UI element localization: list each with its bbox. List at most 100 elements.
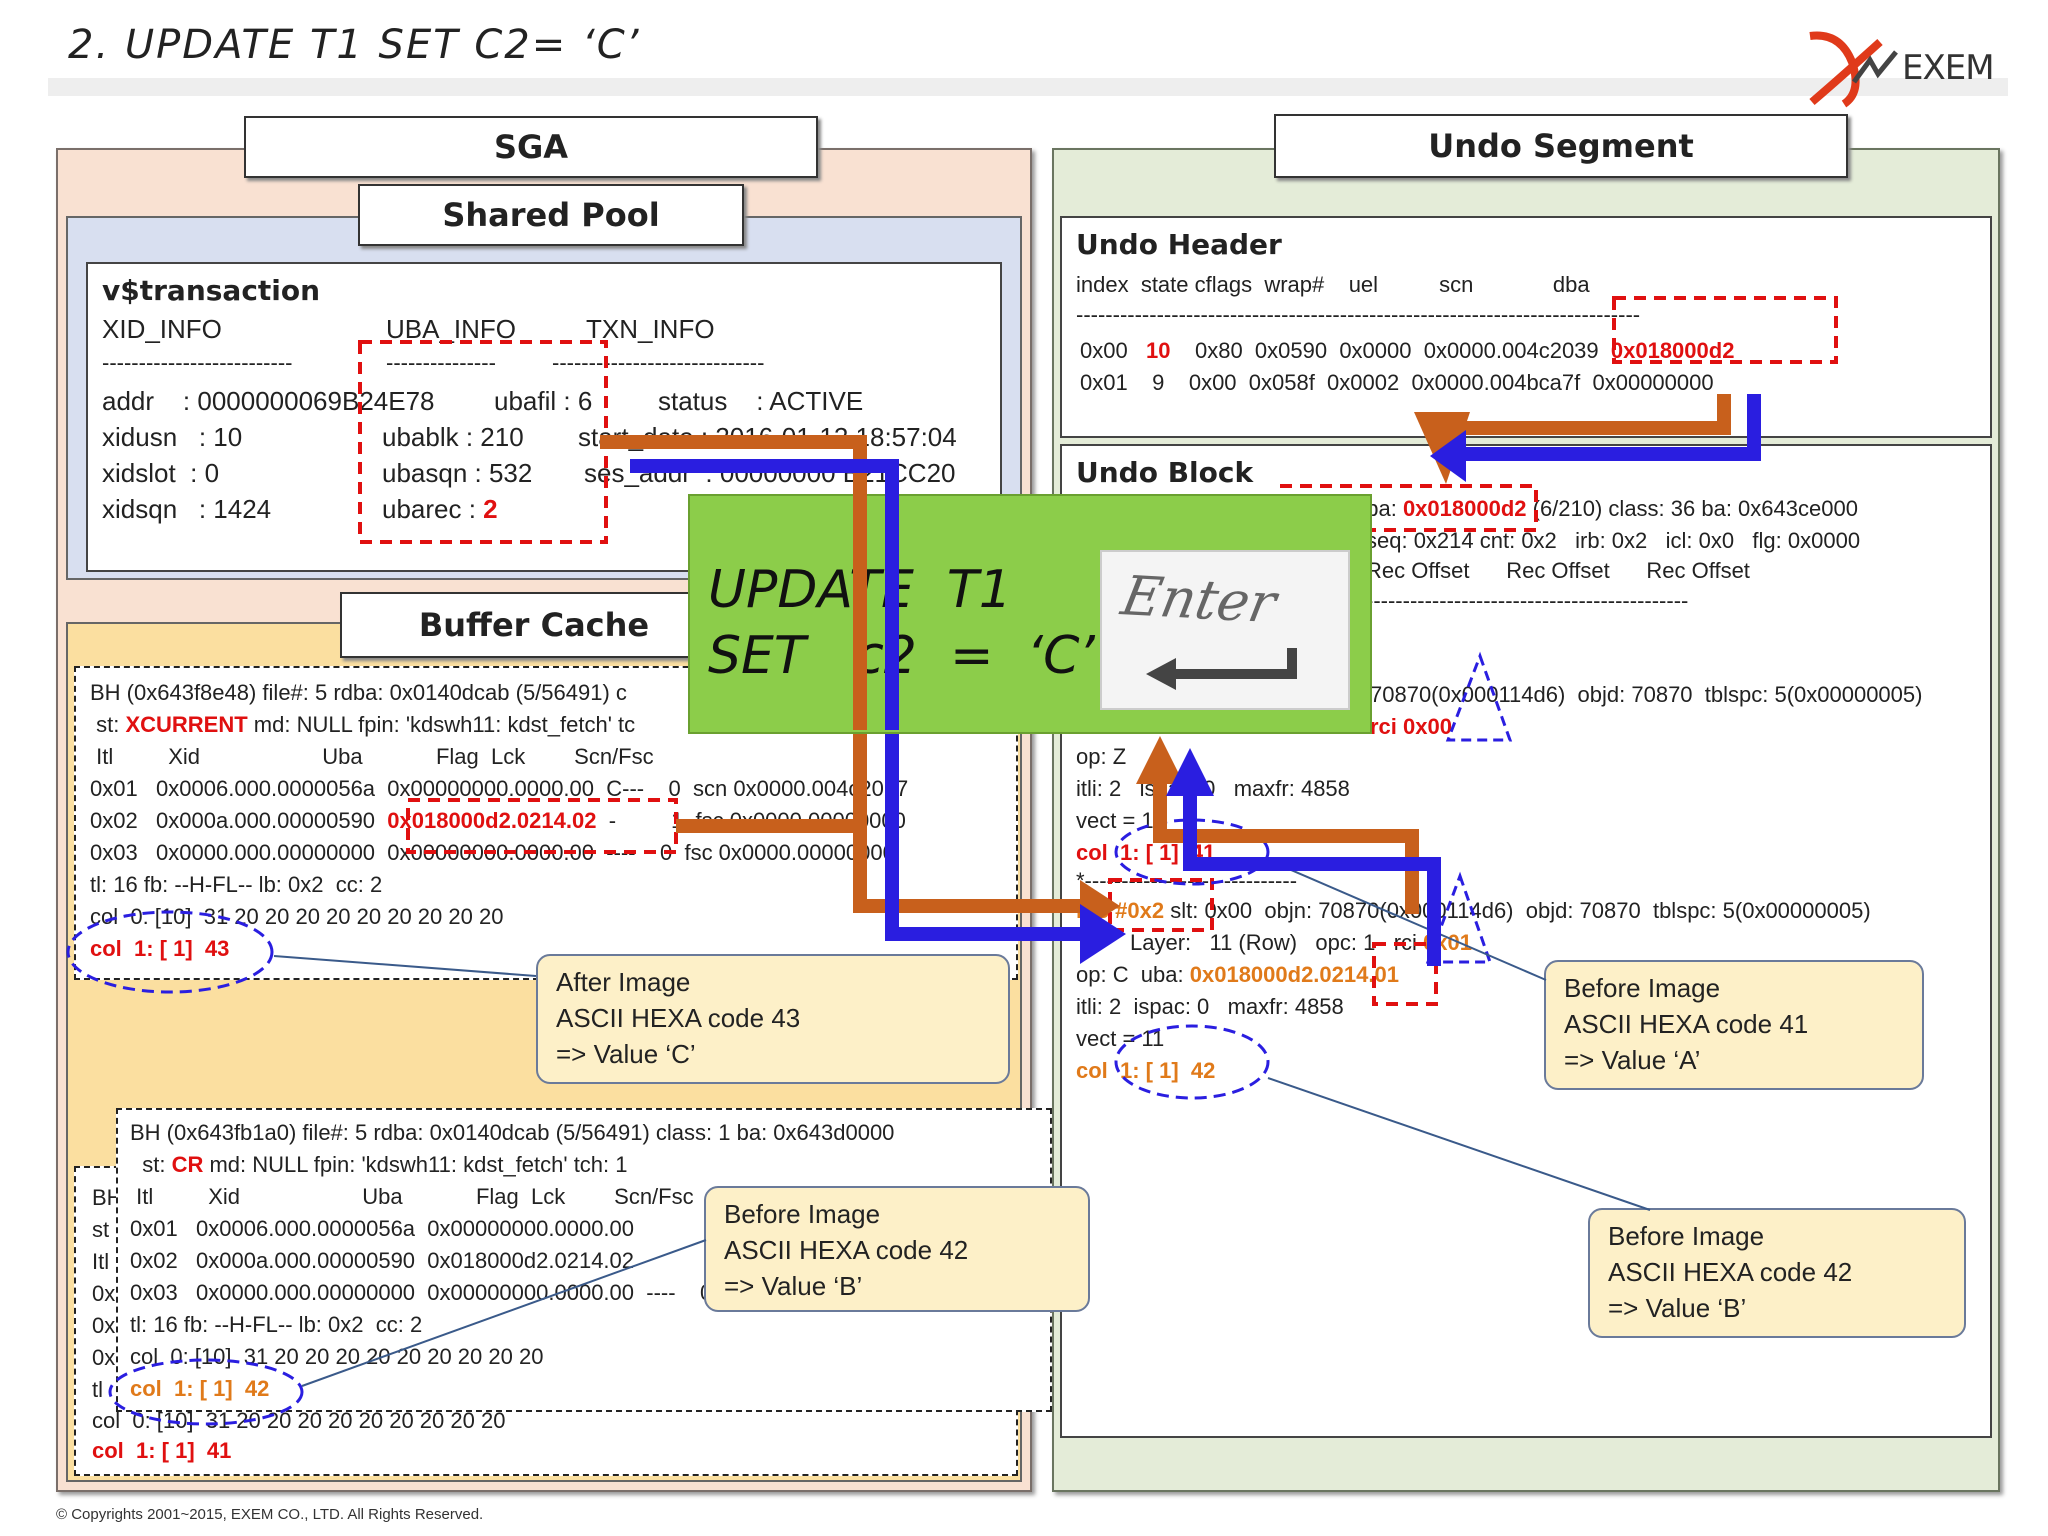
callout-line: ASCII HEXA code 42 (724, 1235, 969, 1265)
vt-xid-addr: addr : 0000000069B24E78 (102, 386, 435, 416)
bh3-letter: tl (92, 1377, 103, 1402)
slide-title: 2. UPDATE T1 SET C2= ‘C’ (68, 22, 641, 68)
vt-header-xid: XID_INFO (102, 314, 222, 344)
bh3-letter: st (92, 1217, 110, 1242)
uh-row1-dba: 0x018000d2 (1610, 338, 1735, 363)
highlight-rec2-uba (1372, 942, 1438, 1006)
bh1-line1: BH (0x643f8e48) file#: 5 rdba: 0x0140dca… (90, 680, 627, 705)
undo-header-row1: 0x00 10 0x80 0x0590 0x0000 0x0000.004c20… (1080, 338, 1734, 364)
callout-line: ASCII HEXA code 42 (1608, 1257, 1853, 1287)
ub-rec2-layer: Layer: 11 (Row) opc: 1 rci 0x01 (1130, 930, 1472, 956)
bh3-col1: col 1: [ 1] 41 (92, 1438, 232, 1463)
orange-arrowhead (1136, 736, 1184, 784)
ub-rec1-obj: 70870(0x000114d6) objd: 70870 tblspc: 5(… (1370, 682, 1923, 707)
vt-sep-xid: -------------------------- (102, 350, 293, 375)
blue-arrowhead (1430, 430, 1466, 482)
triangle-rec1-rci (1445, 651, 1513, 742)
ub-seq-line: seq: 0x214 cnt: 0x2 irb: 0x2 icl: 0x0 fl… (1366, 528, 1861, 553)
vt-sep-txn: ----------------------------- (552, 350, 765, 375)
ub-rec2-op: op: C uba: 0x018000d2.0214.01 (1076, 962, 1399, 988)
ub-dba-suffix: (6/210) class: 36 ba: 0x643ce000 (1526, 496, 1858, 521)
ellipse-bh2-col1 (108, 1358, 304, 1426)
ub-rec2-vect: vect = 11 (1076, 1026, 1165, 1051)
bh2-row: 0x02 0x000a.000.00000590 0x018000d2.0214… (130, 1248, 635, 1273)
bh1-col0: col 0: [10] 31 20 20 20 20 20 20 20 20 2… (90, 904, 504, 929)
bh3-letter: Itl (92, 1249, 110, 1274)
callout-line: ASCII HEXA code 41 (1564, 1009, 1809, 1039)
blue-arrow-line (1183, 790, 1441, 966)
uh-row1-state: 10 (1146, 338, 1171, 363)
orange-arrow-line (1430, 394, 1731, 435)
vt-xid-usn: xidusn : 10 (102, 422, 243, 452)
vt-header-txn: TXN_INFO (586, 314, 715, 344)
blue-arrowhead (1080, 904, 1126, 964)
pointer-before-rec2 (1267, 1077, 1651, 1211)
pointer-before-cr (301, 1239, 707, 1387)
vt-uba-fil: ubafil : 6 (494, 386, 593, 416)
bh1-row: 0x01 0x0006.000.0000056a 0x00000000.0000… (90, 776, 909, 801)
sql-line1: UPDATE T1 (708, 560, 1012, 620)
ellipse-rec1-col1 (1114, 818, 1270, 886)
bh3-letter: 0x (92, 1313, 116, 1338)
title-underline (48, 78, 2008, 96)
enter-key-image: Enter (1100, 550, 1350, 710)
ub-rec2-uba: 0x018000d2.0214.01 (1189, 962, 1399, 987)
bh1-row2-xid: 0x02 0x000a.000.00000590 (90, 808, 388, 833)
bh1-st-prefix: st: (90, 712, 126, 737)
ub-rec2-itli: itli: 2 ispac: 0 maxfr: 4858 (1076, 994, 1344, 1019)
callout-line: => Value ‘A’ (1564, 1045, 1701, 1075)
callout-line: After Image (556, 967, 691, 997)
highlight-block-dba (1278, 484, 1538, 532)
blue-arrowhead (1166, 748, 1214, 796)
pointer-before-rec1 (1267, 859, 1547, 981)
bh2-st-suffix: md: NULL fpin: 'kdswh11: kdst_fetch' tch… (203, 1152, 628, 1177)
callout-before-image-rec2: Before Image ASCII HEXA code 42 => Value… (1588, 1208, 1966, 1338)
ub-rec1-rci-label: rci (1370, 714, 1404, 739)
bh2-line1: BH (0x643fb1a0) file#: 5 rdba: 0x0140dca… (130, 1120, 895, 1145)
bh2-st-prefix: st: (130, 1152, 172, 1177)
undo-block-title: Undo Block (1076, 456, 1254, 489)
ub-rec1-rci-value: 0x00 (1403, 714, 1452, 739)
vt-xid-sqn: xidsqn : 1424 (102, 494, 272, 524)
bh1-tl: tl: 16 fb: --H-FL-- lb: 0x2 cc: 2 (90, 872, 383, 897)
blue-arrow-line (1460, 394, 1761, 461)
undo-header-title: Undo Header (1076, 228, 1282, 261)
ub-dba-value: 0x018000d2 (1402, 496, 1527, 521)
vt-header-uba: UBA_INFO (386, 314, 517, 344)
callout-after-image: After Image ASCII HEXA code 43 => Value … (536, 954, 1010, 1084)
vt-uba-rec-value: 2 (483, 494, 498, 524)
bh1-itl-header: Itl Xid Uba Flag Lck Scn/Fsc (90, 744, 654, 769)
highlight-undo-dba (1612, 296, 1838, 364)
vt-uba-sqn: ubasqn : 532 (382, 458, 533, 488)
uh-row1-mid: 0x80 0x0590 0x0000 0x0000.004c2039 (1170, 338, 1611, 363)
bh1-row: 0x03 0x0000.000.00000000 0x00000000.0000… (90, 840, 895, 865)
logo-text: EXEM (1902, 48, 1995, 88)
ub-rec1-op: op: Z (1076, 744, 1127, 769)
undo-header-sep: ----------------------------------------… (1076, 302, 1641, 327)
bh1-st: st: XCURRENT md: NULL fpin: 'kdswh11: kd… (90, 712, 635, 738)
callout-before-image-rec1: Before Image ASCII HEXA code 41 => Value… (1544, 960, 1924, 1090)
undo-segment-title: Undo Segment (1274, 114, 1848, 178)
callout-line: Before Image (1608, 1221, 1765, 1251)
vtransaction-title: v$transaction (102, 274, 321, 307)
copyright-text: © Copyrights 2001~2015, EXEM CO., LTD. A… (56, 1506, 484, 1523)
callout-line: ASCII HEXA code 43 (556, 1003, 801, 1033)
bh1-row: 0x02 0x000a.000.00000590 0x018000d2.0214… (90, 808, 906, 834)
ub-rec2-layer-text: Layer: 11 (Row) opc: 1 rci (1130, 930, 1424, 955)
vt-sep-uba: --------------- (386, 350, 496, 375)
buffer-cache-title: Buffer Cache (340, 592, 728, 658)
ub-rec2-col: col 1: [ 1] 42 (1076, 1058, 1216, 1083)
ub-sep: ----------------------------------------… (1366, 588, 1689, 613)
bh2-tl: tl: 16 fb: --H-FL-- lb: 0x2 cc: 2 (130, 1312, 423, 1337)
logo-icon (1809, 31, 1898, 108)
undo-header-row2: 0x01 9 0x00 0x058f 0x0002 0x0000.004bca7… (1080, 370, 1714, 395)
bh2-col1: col 1: [ 1] 42 (130, 1376, 270, 1401)
exem-logo: EXEM (1800, 22, 2000, 112)
orange-arrow-line (1153, 780, 1419, 914)
vt-xid-slot: xidslot : 0 (102, 458, 220, 488)
bh1-row2-uba: 0x018000d2.0214.02 (387, 808, 597, 833)
enter-arrow-icon (1146, 648, 1297, 690)
ub-rec1-rci: rci 0x00 (1370, 714, 1452, 740)
ub-rec1-col: col 1: [ 1] 41 (1076, 840, 1216, 865)
